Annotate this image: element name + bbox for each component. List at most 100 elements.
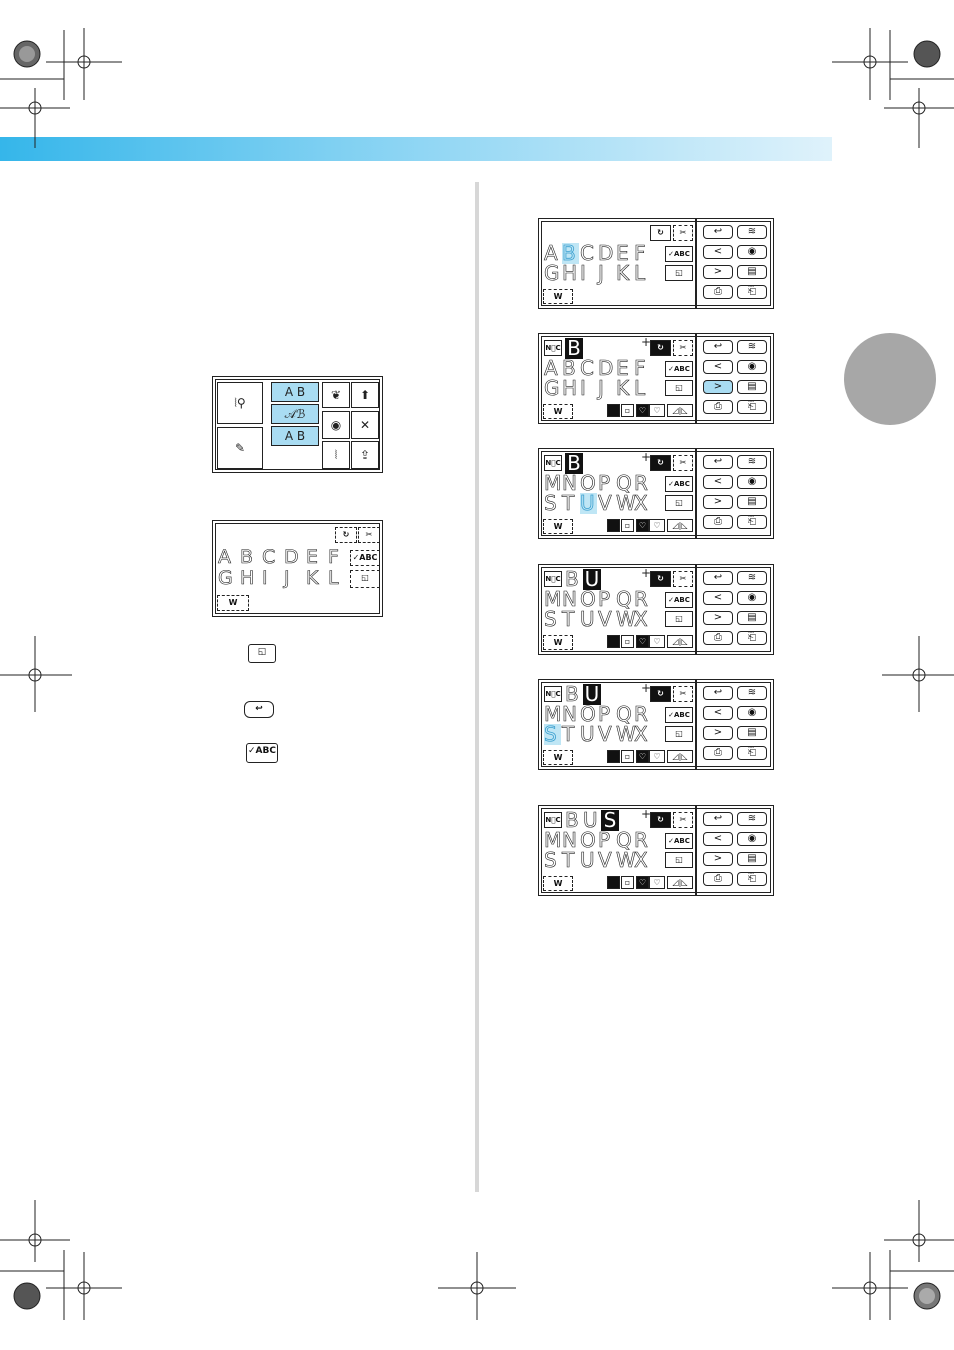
camera-button[interactable]: ⎙ (703, 872, 733, 886)
memory-button[interactable]: ≋ (737, 455, 767, 469)
char-key-a[interactable]: A (544, 241, 558, 265)
char-key-x[interactable]: X (634, 848, 648, 872)
char-key-j[interactable]: J (598, 261, 605, 285)
size-icon[interactable]: ◱ (665, 726, 693, 742)
char-key-n[interactable]: N (562, 828, 578, 852)
char-key-m[interactable]: M (544, 828, 562, 852)
check-abc-icon[interactable]: ✓ABC (665, 246, 693, 262)
char-key-h[interactable]: H (562, 376, 578, 400)
char-key-m[interactable]: M (544, 702, 562, 726)
mode-small-icon[interactable]: ▫ (621, 519, 634, 532)
mode-large-icon[interactable] (607, 635, 620, 648)
heart-solid-icon[interactable]: ♡ (636, 635, 649, 648)
memory-button[interactable]: ≋ (737, 340, 767, 354)
char-key-n[interactable]: N (562, 471, 578, 495)
char-key-q[interactable]: Q (616, 702, 632, 726)
back-button[interactable]: ↩ (703, 225, 733, 239)
right-button[interactable]: > (703, 380, 733, 394)
char-key-b[interactable]: B (562, 356, 576, 380)
char-key-h[interactable]: H (240, 567, 255, 589)
char-key-g[interactable]: G (218, 567, 233, 589)
save-button[interactable]: ⎗ (737, 631, 767, 645)
size-icon[interactable]: ◱ (665, 611, 693, 627)
char-key-m[interactable]: M (544, 471, 562, 495)
size-icon[interactable]: ◱ (350, 570, 380, 588)
char-key-r[interactable]: R (634, 471, 649, 495)
char-key-d[interactable]: D (598, 241, 614, 265)
mirror-icon[interactable]: ◿|◺ (667, 519, 693, 532)
heart-solid-icon[interactable]: ♡ (636, 519, 649, 532)
back-button[interactable]: ↩ (703, 812, 733, 826)
char-key-q[interactable]: Q (616, 828, 632, 852)
check-abc-icon[interactable]: ✓ABC (665, 476, 693, 492)
char-key-t[interactable]: T (562, 491, 575, 515)
left-button[interactable]: < (703, 706, 733, 720)
repeat-icon[interactable]: ↻ (650, 225, 671, 241)
char-key-u[interactable]: U (580, 492, 597, 514)
char-key-x[interactable]: X (634, 722, 648, 746)
char-key-j[interactable]: J (598, 376, 605, 400)
char-key-d[interactable]: D (284, 546, 299, 568)
width-icon[interactable]: W (543, 876, 573, 891)
char-key-t[interactable]: T (562, 722, 575, 746)
edit-button[interactable]: ▤ (737, 611, 767, 625)
char-key-c[interactable]: C (580, 241, 595, 265)
camera-button[interactable]: ⎙ (703, 746, 733, 760)
save-button[interactable]: ⎗ (737, 400, 767, 414)
heart-outline-icon[interactable]: ♡ (649, 404, 665, 417)
mirror-icon[interactable]: ◿|◺ (667, 750, 693, 763)
mirror-icon[interactable]: ◿|◺ (667, 635, 693, 648)
size-icon[interactable]: ◱ (665, 265, 693, 281)
repeat-icon[interactable]: ↻ (650, 571, 671, 587)
font-outline-ab[interactable]: A B (271, 426, 319, 446)
heart-outline-icon[interactable]: ♡ (649, 519, 665, 532)
camera-button[interactable]: ⎙ (703, 400, 733, 414)
mode-large-icon[interactable] (607, 519, 620, 532)
char-key-f[interactable]: F (328, 546, 340, 568)
heart-outline-icon[interactable]: ♡ (649, 635, 665, 648)
size-icon[interactable]: ◱ (665, 852, 693, 868)
char-key-v[interactable]: V (598, 722, 612, 746)
back-button[interactable]: ↩ (703, 455, 733, 469)
check-abc-icon[interactable]: ✓ABC (665, 707, 693, 723)
char-key-h[interactable]: H (562, 261, 578, 285)
view-button[interactable]: ◉ (737, 360, 767, 374)
char-key-q[interactable]: Q (616, 471, 632, 495)
char-key-r[interactable]: R (634, 702, 649, 726)
mode-small-icon[interactable]: ▫ (621, 876, 634, 889)
char-key-o[interactable]: O (580, 471, 596, 495)
camera-button[interactable]: ⎙ (703, 515, 733, 529)
char-key-l[interactable]: L (328, 567, 339, 589)
char-key-t[interactable]: T (562, 607, 575, 631)
view-button[interactable]: ◉ (737, 706, 767, 720)
char-key-o[interactable]: O (580, 587, 596, 611)
char-key-j[interactable]: J (284, 567, 290, 589)
char-key-t[interactable]: T (562, 848, 575, 872)
check-abc-icon[interactable]: ✓ABC (665, 592, 693, 608)
right-button[interactable]: > (703, 265, 733, 279)
char-key-f[interactable]: F (634, 356, 646, 380)
left-button[interactable]: < (703, 591, 733, 605)
save-button[interactable]: ⎗ (737, 746, 767, 760)
font-block-ab[interactable]: A B (271, 382, 319, 402)
utility-stitch-icon[interactable]: ⦚⚲ (217, 382, 263, 424)
cut-icon[interactable]: ✂ (673, 571, 693, 587)
width-icon[interactable]: W (543, 519, 573, 534)
decorative-stitch-icon[interactable]: ❦ (322, 382, 350, 408)
repeat-icon[interactable]: ↻ (335, 527, 357, 543)
cut-icon[interactable]: ✂ (673, 225, 693, 241)
char-key-i[interactable]: I (580, 261, 587, 285)
mode-small-icon[interactable]: ▫ (621, 404, 634, 417)
memory-button[interactable]: ≋ (737, 225, 767, 239)
heart-solid-icon[interactable]: ♡ (636, 750, 649, 763)
heart-outline-icon[interactable]: ♡ (649, 750, 665, 763)
edit-button[interactable]: ▤ (737, 495, 767, 509)
char-key-d[interactable]: D (598, 356, 614, 380)
edit-button[interactable]: ▤ (737, 380, 767, 394)
nc-icon[interactable]: N⃝C (544, 686, 562, 702)
view-button[interactable]: ◉ (737, 832, 767, 846)
char-key-e[interactable]: E (616, 241, 629, 265)
char-key-s[interactable]: S (544, 848, 557, 872)
cut-icon[interactable]: ✂ (673, 812, 693, 828)
edit-button[interactable]: ▤ (737, 726, 767, 740)
